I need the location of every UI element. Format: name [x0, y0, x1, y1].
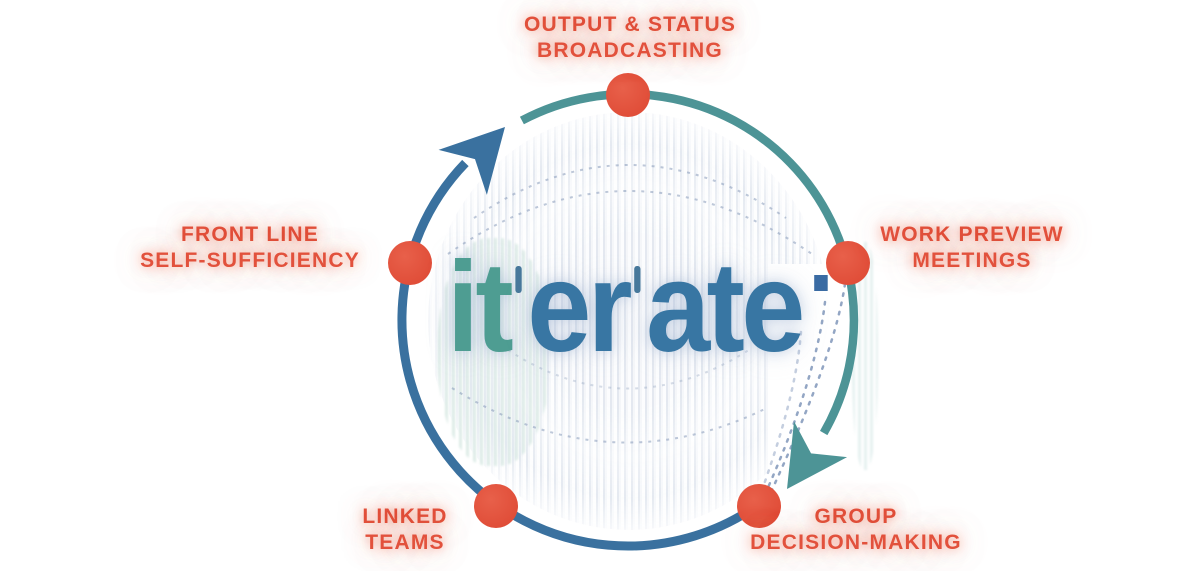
brand-syllable-ate: ate [646, 236, 805, 379]
brand-syllable-it: it [447, 236, 514, 379]
node-dot-front-line [388, 241, 432, 285]
node-dot-work-preview [826, 241, 870, 285]
ghost-dashed-arcs [447, 164, 813, 444]
node-label-line: MEETINGS [912, 249, 1032, 272]
arrowhead-blue-icon [438, 127, 505, 195]
node-dot-linked-teams [474, 484, 518, 528]
node-label-line: TEAMS [365, 531, 445, 554]
node-label-output-status-broadcasting: OUTPUT & STATUS BROADCASTING [524, 12, 736, 64]
brand-syllable-er: er [527, 236, 632, 379]
node-label-linked-teams: LINKED TEAMS [362, 504, 447, 556]
stress-mark-icon [515, 266, 522, 293]
brand-square-icon [814, 275, 828, 291]
node-label-line: DECISION-MAKING [750, 531, 962, 554]
dotted-converging-lines [760, 282, 847, 494]
node-label-line: SELF-SUFFICIENCY [140, 249, 360, 272]
ghost-watermark-green [438, 238, 550, 466]
node-label-line: GROUP [814, 505, 898, 528]
node-label-line: WORK PREVIEW [880, 223, 1064, 246]
node-label-line: OUTPUT & STATUS [523, 13, 737, 36]
node-label-group-decision-making: GROUP DECISION-MAKING [750, 504, 962, 556]
node-label-front-line-self-sufficiency: FRONT LINE SELF-SUFFICIENCY [140, 222, 360, 274]
node-label-line: FRONT LINE [181, 223, 319, 246]
node-label-line: LINKED [362, 505, 448, 528]
node-dot-group-decision [737, 484, 781, 528]
node-dot-output-status [606, 73, 650, 117]
ghost-watermark [428, 112, 830, 530]
arrowhead-teal-icon [787, 421, 848, 489]
node-label-work-preview-meetings: WORK PREVIEW MEETINGS [880, 222, 1064, 274]
node-label-line: BROADCASTING [537, 39, 723, 62]
stress-mark-icon [634, 266, 641, 293]
